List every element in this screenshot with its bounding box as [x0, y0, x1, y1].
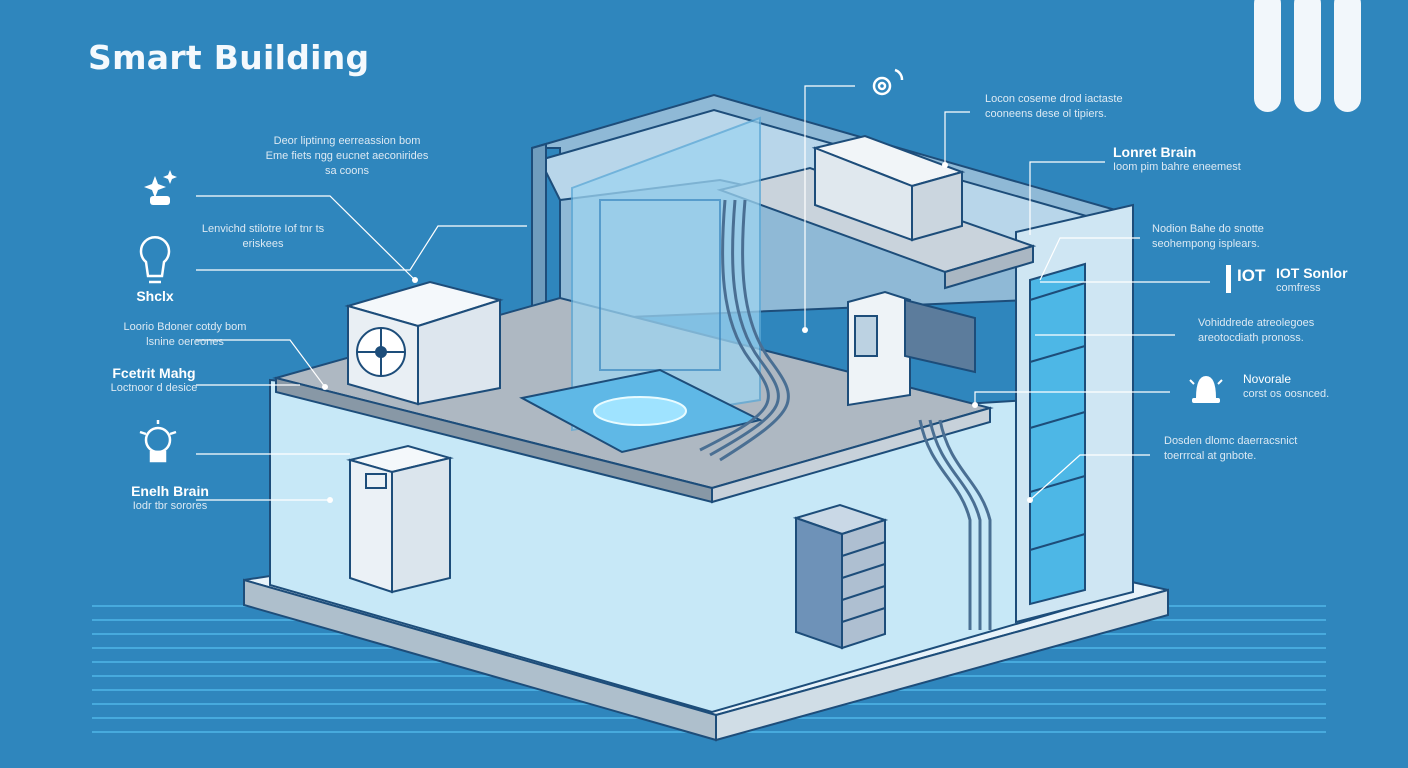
- left-callout-1-body: Deor liptinng eerreassion bom Eme fiets …: [265, 135, 429, 177]
- left-callout-4-body: Loorio Bdoner cotdy bom lsnine oereones: [123, 321, 247, 348]
- left-callout-2-body: Lenvichd stilotre Iof tnr ts eriskees: [201, 223, 325, 250]
- right-callout-6: Novorale corst os oosnced.: [1243, 372, 1353, 402]
- right-callout-7: Dosden dlomc daerracsnict toerrrcal at g…: [1164, 434, 1314, 464]
- smart-bulb-icon: [139, 420, 177, 463]
- iot-badge: IOT: [1237, 266, 1277, 285]
- left-callout-5-body: Loctnoor d desice: [110, 382, 198, 394]
- electrical-cabinet: [346, 444, 454, 594]
- alarm-icon: [1189, 376, 1223, 403]
- right-callout-5-body: Vohiddrede atreolegoes areotocdiath pron…: [1198, 317, 1315, 344]
- right-callout-2-heading: Lonret Brain: [1113, 144, 1197, 160]
- right-callout-6-heading: Novorale: [1243, 372, 1292, 386]
- iot-badge-text: IOT: [1237, 266, 1266, 285]
- left-callout-4: Loorio Bdoner cotdy bom lsnine oereones: [110, 320, 260, 350]
- glass-display: [571, 116, 761, 432]
- leader-dots: [322, 162, 1033, 503]
- left-callout-6: Enelh Brain Iodr tbr sorores: [110, 484, 230, 514]
- left-callout-5-heading: Fcetrit Mahg: [112, 365, 196, 381]
- right-callout-4-heading: IOT Sonlor: [1276, 265, 1348, 281]
- bar-2: [1294, 0, 1321, 112]
- left-callout-6-heading: Enelh Brain: [131, 483, 209, 499]
- server-rack: [792, 503, 889, 650]
- bar-1: [1254, 0, 1281, 112]
- right-callout-4: IOT Sonlor comfress: [1276, 266, 1386, 296]
- right-callout-1-body: Locon coseme drod iactaste cooneens dese…: [985, 93, 1123, 120]
- right-callout-4-body: comfress: [1276, 282, 1321, 294]
- left-callout-2: Lenvichd stilotre Iof tnr ts eriskees: [198, 222, 328, 252]
- server-unit-top: [811, 134, 966, 242]
- gear-wifi-icon: [872, 68, 904, 96]
- right-callout-2: Lonret Brain Ioom pim bahre eneemest: [1113, 145, 1273, 175]
- left-callout-6-body: Iodr tbr sorores: [132, 500, 208, 512]
- right-callout-3-body: Nodion Bahe do snotte seohempong isplear…: [1152, 223, 1264, 250]
- page-title: Smart Building: [88, 38, 370, 77]
- lightbulb-icon: [139, 236, 171, 284]
- cables: [699, 199, 992, 630]
- bar-3: [1334, 0, 1361, 112]
- sparkle-icon: [144, 170, 177, 205]
- left-callout-3: Shclx: [120, 289, 190, 304]
- right-callout-7-body: Dosden dlomc daerracsnict toerrrcal at g…: [1164, 435, 1298, 462]
- control-panel: [847, 290, 976, 407]
- smart-brain-hub: [519, 368, 763, 454]
- right-wall: [1015, 203, 1134, 624]
- left-callout-3-heading: Shclx: [136, 288, 174, 304]
- right-callout-5: Vohiddrede atreolegoes areotocdiath pron…: [1198, 316, 1348, 346]
- left-callout-1: Deor liptinng eerreassion bom Eme fiets …: [262, 134, 432, 179]
- left-callout-5: Fcetrit Mahg Loctnoor d desice: [94, 366, 214, 396]
- right-callout-1: Locon coseme drod iactaste cooneens dese…: [985, 92, 1155, 122]
- iot-sensor-icon: [1226, 265, 1231, 293]
- right-callout-6-body: corst os oosnced.: [1243, 388, 1330, 400]
- right-callout-3: Nodion Bahe do snotte seohempong isplear…: [1152, 222, 1302, 252]
- hvac-unit: [344, 280, 504, 406]
- right-callout-2-body: Ioom pim bahre eneemest: [1113, 161, 1241, 173]
- decorative-bars: [1254, 0, 1364, 112]
- leader-lines: [196, 85, 1210, 501]
